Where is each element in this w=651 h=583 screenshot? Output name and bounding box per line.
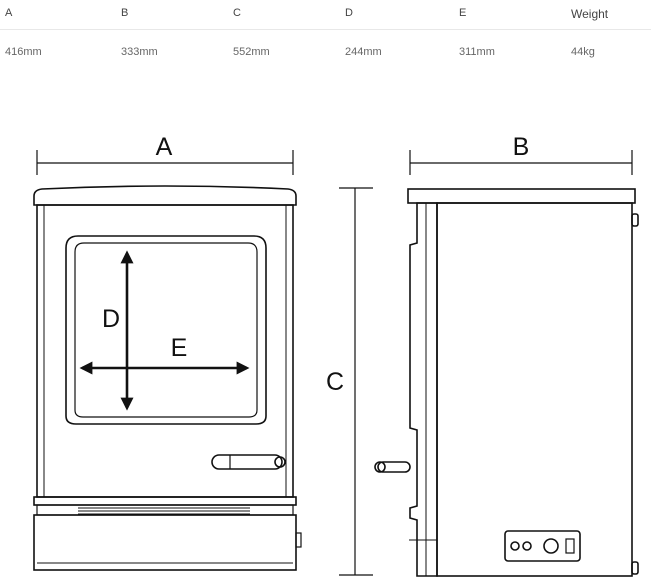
- header-weight: Weight: [571, 7, 609, 21]
- label-a: A: [156, 133, 173, 161]
- dimension-line-b: [409, 150, 633, 175]
- value-b: 333mm: [121, 46, 158, 58]
- window-dimension-arrows: [79, 250, 250, 411]
- header-c: C: [233, 7, 241, 19]
- label-d: D: [102, 305, 120, 333]
- value-d: 244mm: [345, 46, 382, 58]
- side-door-profile: [409, 202, 438, 577]
- value-weight: 44kg: [571, 46, 595, 58]
- side-handle: [374, 461, 411, 473]
- stove-window-outer: [65, 235, 267, 425]
- front-view: [33, 150, 302, 571]
- label-b: B: [513, 133, 530, 161]
- dimensions-table: A B C D E Weight 416mm 333mm 552mm 244mm…: [0, 0, 651, 58]
- door-handle: [211, 454, 286, 470]
- stove-plinth: [33, 514, 297, 571]
- stove-top-plate: [33, 185, 297, 206]
- value-e: 311mm: [459, 46, 495, 58]
- air-slot-grille: [78, 507, 250, 515]
- rear-lug-top: [631, 213, 639, 227]
- table-value-row: 416mm 333mm 552mm 244mm 311mm 44kg: [0, 42, 651, 70]
- header-e: E: [459, 7, 467, 19]
- dimension-line-c: [339, 187, 373, 576]
- header-d: D: [345, 7, 353, 19]
- header-a: A: [5, 7, 13, 19]
- value-c: 552mm: [233, 46, 270, 58]
- side-top-plate: [407, 188, 636, 204]
- plinth-control: [295, 532, 302, 548]
- side-control-panel: [504, 530, 581, 562]
- header-b: B: [121, 7, 129, 19]
- side-body: [436, 202, 633, 577]
- value-a: 416mm: [5, 46, 42, 58]
- ash-lip: [33, 496, 297, 506]
- stove-window-inner: [74, 242, 258, 418]
- rear-lug-bottom: [631, 561, 639, 575]
- dimension-line-a: [36, 150, 294, 175]
- side-view: [374, 150, 639, 577]
- label-e: E: [171, 334, 188, 362]
- table-header-row: A B C D E Weight: [0, 0, 651, 30]
- label-c: C: [326, 368, 344, 396]
